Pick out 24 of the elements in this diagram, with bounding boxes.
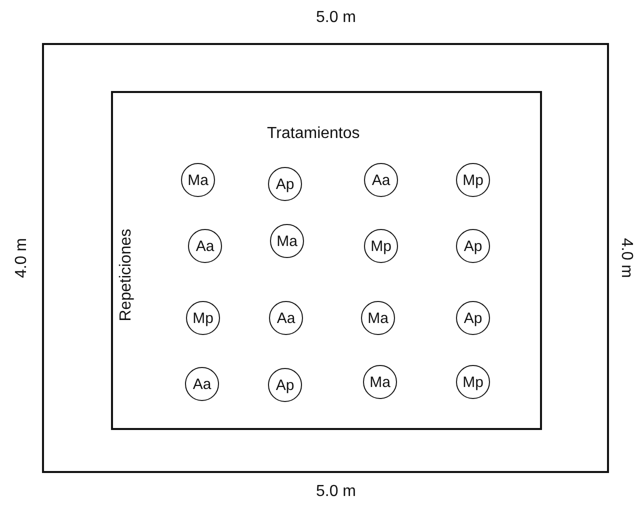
- plant-circle: Mp: [456, 163, 490, 197]
- dimension-label: 5.0 m: [316, 483, 356, 501]
- plant-circle: Ma: [363, 365, 397, 399]
- plant-circle: Aa: [364, 163, 398, 197]
- plant-circle: Ap: [268, 368, 302, 402]
- plant-circle: Aa: [185, 367, 219, 401]
- plot-area-box: [111, 91, 542, 430]
- plant-circle: Ma: [270, 224, 304, 258]
- heading: Tratamientos: [267, 125, 360, 143]
- field-border: [42, 43, 609, 473]
- plant-circle: Ap: [268, 167, 302, 201]
- axis-title: Repeticiones: [117, 228, 136, 322]
- dimension-label: 4.0 m: [617, 238, 635, 278]
- plant-circle: Mp: [456, 365, 490, 399]
- dimension-label: 5.0 m: [316, 9, 356, 27]
- plant-circle: Aa: [269, 301, 303, 335]
- plant-circle: Ap: [456, 229, 490, 263]
- plant-circle: Ap: [456, 301, 490, 335]
- plant-circle: Aa: [188, 229, 222, 263]
- plant-circle: Mp: [186, 301, 220, 335]
- dimension-label: 4.0 m: [13, 238, 31, 278]
- plant-circle: Ma: [181, 163, 215, 197]
- plant-circle: Mp: [364, 229, 398, 263]
- plant-circle: Ma: [361, 301, 395, 335]
